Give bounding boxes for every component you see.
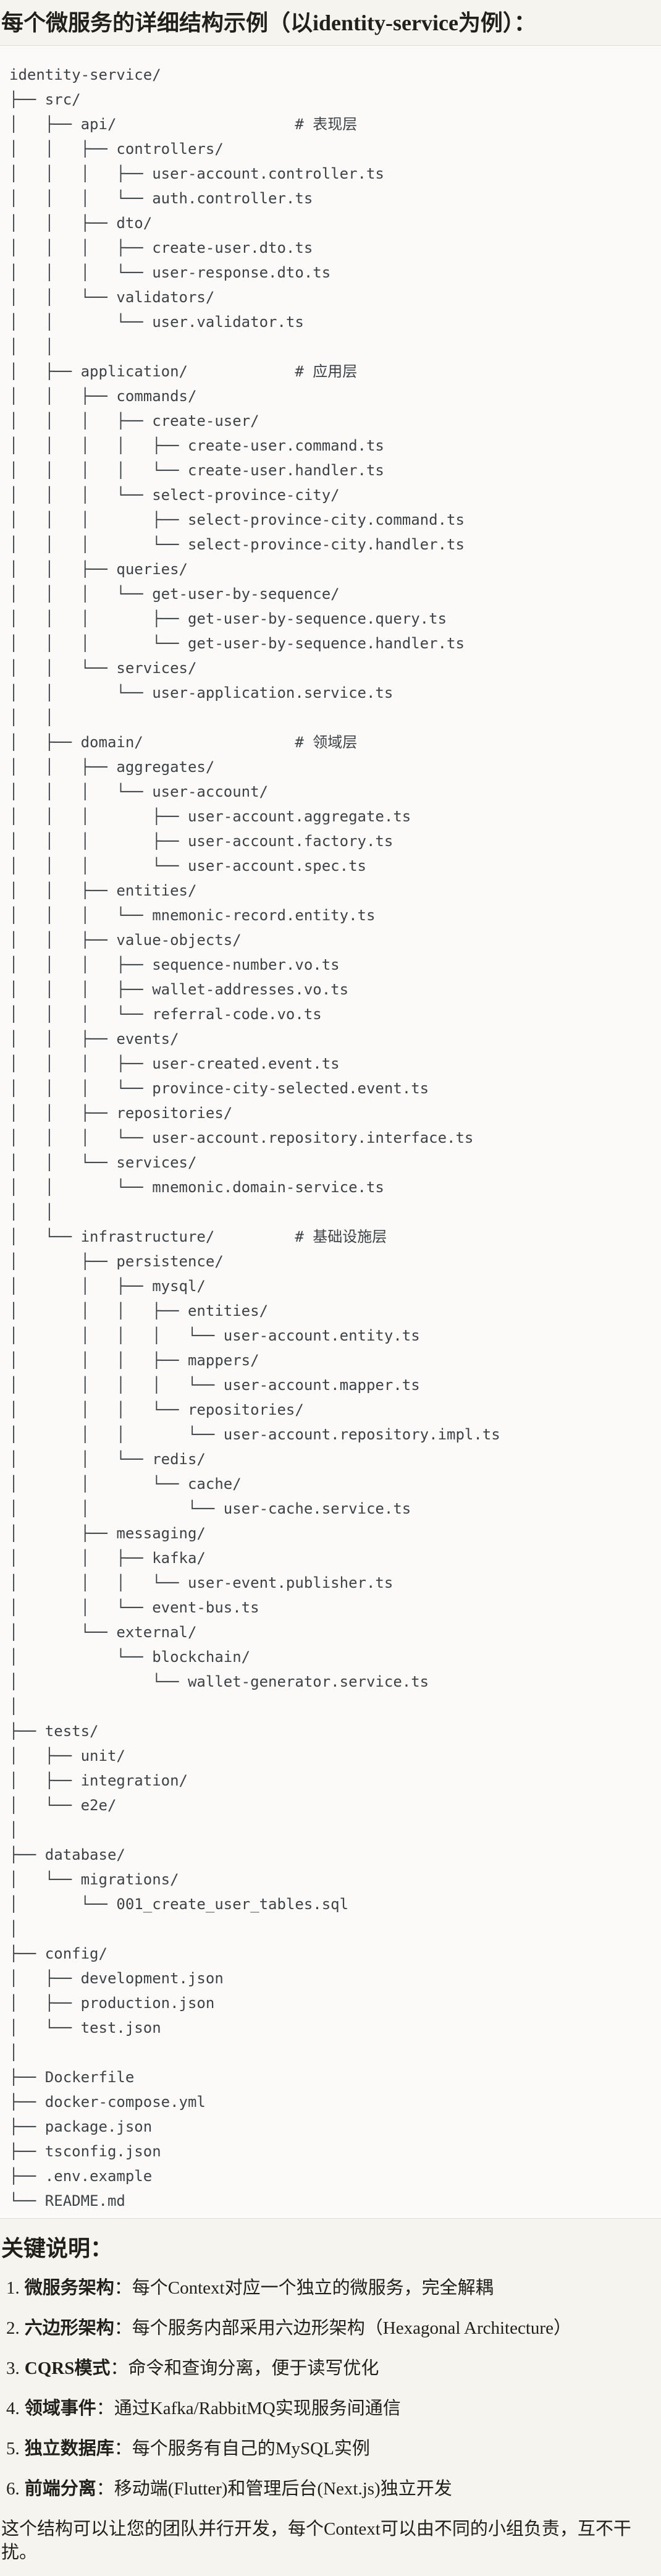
note-desc: ：通过Kafka/RabbitMQ实现服务间通信 bbox=[96, 2398, 401, 2418]
note-desc: ：每个服务有自己的MySQL实例 bbox=[114, 2438, 370, 2459]
note-number: 5. bbox=[6, 2438, 20, 2459]
note-item: 2.六边形架构：每个服务内部采用六边形架构（Hexagonal Architec… bbox=[6, 2316, 661, 2340]
notes-heading: 关键说明： bbox=[1, 2235, 113, 2261]
note-term: 前端分离 bbox=[24, 2478, 96, 2499]
note-item: 3.CQRS模式：命令和查询分离，便于读写优化 bbox=[6, 2357, 661, 2380]
document: 每个微服务的详细结构示例（以identity-service为例）： ident… bbox=[0, 9, 661, 2564]
note-number: 2. bbox=[6, 2318, 20, 2338]
note-number: 3. bbox=[6, 2358, 20, 2378]
note-item: 5.独立数据库：每个服务有自己的MySQL实例 bbox=[6, 2437, 661, 2460]
note-term: 微服务架构 bbox=[24, 2277, 114, 2298]
note-desc: ：每个服务内部采用六边形架构（Hexagonal Architecture） bbox=[114, 2318, 571, 2338]
note-desc: ：命令和查询分离，便于读写优化 bbox=[110, 2358, 379, 2378]
note-term: 六边形架构 bbox=[24, 2318, 114, 2338]
note-number: 1. bbox=[6, 2277, 20, 2298]
note-term: 领域事件 bbox=[24, 2398, 96, 2418]
note-desc: ：每个Context对应一个独立的微服务，完全解耦 bbox=[114, 2277, 494, 2298]
page-title: 每个微服务的详细结构示例（以identity-service为例）： bbox=[1, 11, 536, 35]
note-item: 4.领域事件：通过Kafka/RabbitMQ实现服务间通信 bbox=[6, 2397, 661, 2420]
closing-paragraph: 这个结构可以让您的团队并行开发，每个Context可以由不同的小组负责，互不干扰… bbox=[1, 2519, 631, 2562]
note-term: 独立数据库 bbox=[24, 2438, 114, 2459]
note-item: 1.微服务架构：每个Context对应一个独立的微服务，完全解耦 bbox=[6, 2276, 661, 2300]
notes-section: 关键说明： 1.微服务架构：每个Context对应一个独立的微服务，完全解耦 2… bbox=[0, 2234, 661, 2564]
note-desc: ：移动端(Flutter)和管理后台(Next.js)独立开发 bbox=[96, 2478, 452, 2499]
directory-tree-code-block: identity-service/ ├── src/ │ ├── api/ # … bbox=[0, 44, 661, 2219]
note-item: 6.前端分离：移动端(Flutter)和管理后台(Next.js)独立开发 bbox=[6, 2477, 661, 2501]
note-number: 4. bbox=[6, 2398, 20, 2418]
note-number: 6. bbox=[6, 2478, 20, 2499]
note-term: CQRS模式 bbox=[24, 2358, 111, 2378]
